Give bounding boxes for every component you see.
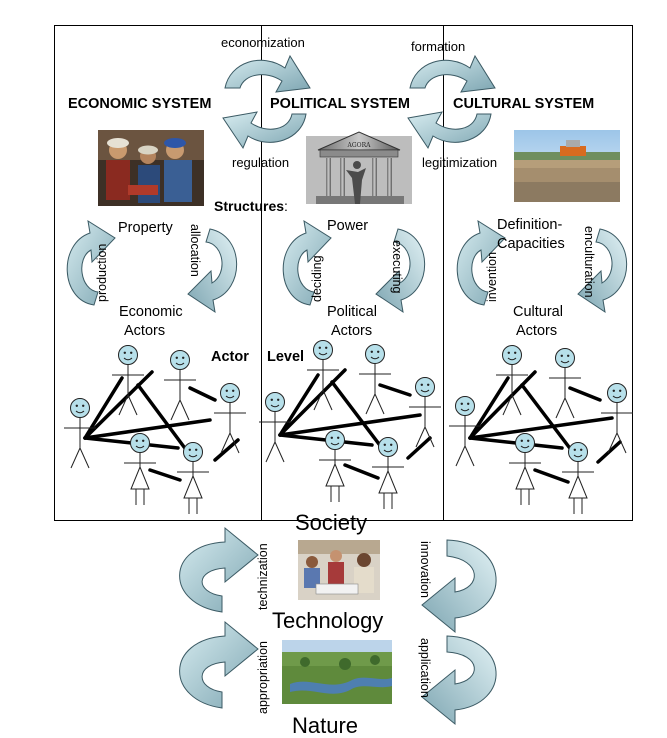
executing-label: executing	[390, 240, 404, 294]
level-word: Level	[267, 349, 304, 365]
political-actors-line2: Actors	[331, 323, 372, 339]
property-label: Property	[118, 220, 174, 236]
cultural-actors-line1: Cultural	[513, 304, 563, 320]
landscape-photo	[282, 640, 392, 704]
legitimization-label: legitimization	[422, 155, 497, 170]
deciding-label: deciding	[310, 255, 324, 302]
structures-label: Structures:	[214, 198, 288, 214]
agora-sign: AGORA	[347, 142, 372, 149]
invention-enculturation-cycle	[456, 219, 628, 314]
agora-temple-photo: AGORA	[306, 131, 412, 204]
structures-word: Structures	[214, 198, 284, 214]
formation-legitimization-cycle	[407, 54, 496, 150]
appropriation-label: appropriation	[256, 641, 270, 714]
innovation-label: innovation	[418, 541, 432, 598]
festival-crowd-photo	[514, 130, 620, 202]
political-actors-line1: Political	[327, 304, 377, 320]
invention-label: invention	[485, 252, 499, 302]
allocation-label: allocation	[188, 224, 202, 277]
structures-colon: :	[284, 198, 288, 214]
capacities-label: Capacities	[497, 236, 565, 252]
production-label: production	[95, 244, 109, 302]
power-label: Power	[327, 218, 368, 234]
deciding-executing-cycle	[282, 219, 426, 314]
economic-actors-line2: Actors	[124, 323, 165, 339]
economic-workers-photo	[98, 130, 204, 206]
technization-appropriation-arrows	[179, 526, 259, 709]
nature-label: Nature	[292, 713, 358, 738]
classroom-photo	[298, 540, 380, 600]
economic-actors-line1: Economic	[119, 304, 183, 320]
economization-label: economization	[221, 35, 305, 50]
enculturation-label: enculturation	[582, 226, 596, 298]
cultural-actors-line2: Actors	[516, 323, 557, 339]
actor-word: Actor	[211, 349, 249, 365]
cultural-system-title: CULTURAL SYSTEM	[453, 96, 594, 112]
definition-label: Definition-	[497, 217, 562, 233]
technization-label: technization	[256, 543, 270, 610]
political-actor-network	[258, 340, 442, 510]
innovation-application-arrows	[421, 539, 497, 726]
systems-frame	[54, 25, 633, 521]
technology-label: Technology	[272, 608, 383, 633]
production-allocation-cycle	[66, 219, 238, 314]
regulation-label: regulation	[232, 155, 289, 170]
cultural-actor-network	[448, 345, 634, 515]
society-label: Society	[295, 510, 367, 535]
economic-system-title: ECONOMIC SYSTEM	[68, 96, 211, 112]
formation-label: formation	[411, 39, 465, 54]
economic-actor-network	[63, 345, 247, 515]
economization-regulation-cycle	[222, 54, 311, 150]
application-label: application	[418, 638, 432, 698]
political-system-title: POLITICAL SYSTEM	[270, 96, 410, 112]
